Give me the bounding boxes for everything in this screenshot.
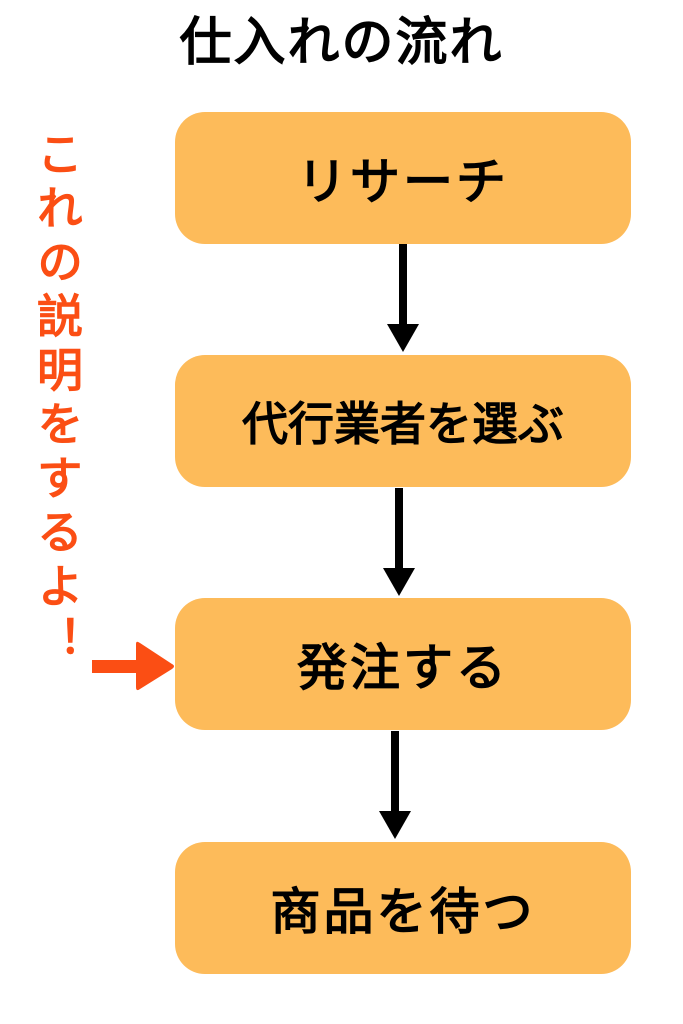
step-label: 発注する: [297, 639, 509, 697]
arrow-head: [387, 324, 419, 352]
flow-step-choose-agent: 代行業者を選ぶ: [175, 355, 631, 487]
annotation-text: これの説明をするよ！: [30, 130, 84, 670]
flow-step-wait: 商品を待つ: [175, 842, 631, 974]
down-arrow-icon: [379, 731, 411, 839]
step-label: リサーチ: [297, 153, 509, 211]
step-label: 代行業者を選ぶ: [242, 397, 564, 451]
arrow-shaft: [395, 488, 403, 574]
step-label: 商品を待つ: [270, 883, 536, 941]
arrow-shaft: [391, 731, 399, 817]
flow-step-research: リサーチ: [175, 112, 631, 244]
arrow-head: [379, 811, 411, 839]
arrow-head: [383, 568, 415, 596]
right-arrow-icon: [92, 641, 174, 691]
arrow-shaft: [399, 244, 407, 330]
down-arrow-icon: [383, 488, 415, 596]
page-title: 仕入れの流れ: [179, 13, 504, 73]
pointer-head: [136, 641, 174, 691]
pointer-shaft: [92, 660, 142, 673]
down-arrow-icon: [387, 244, 419, 352]
flow-step-order: 発注する: [175, 598, 631, 730]
